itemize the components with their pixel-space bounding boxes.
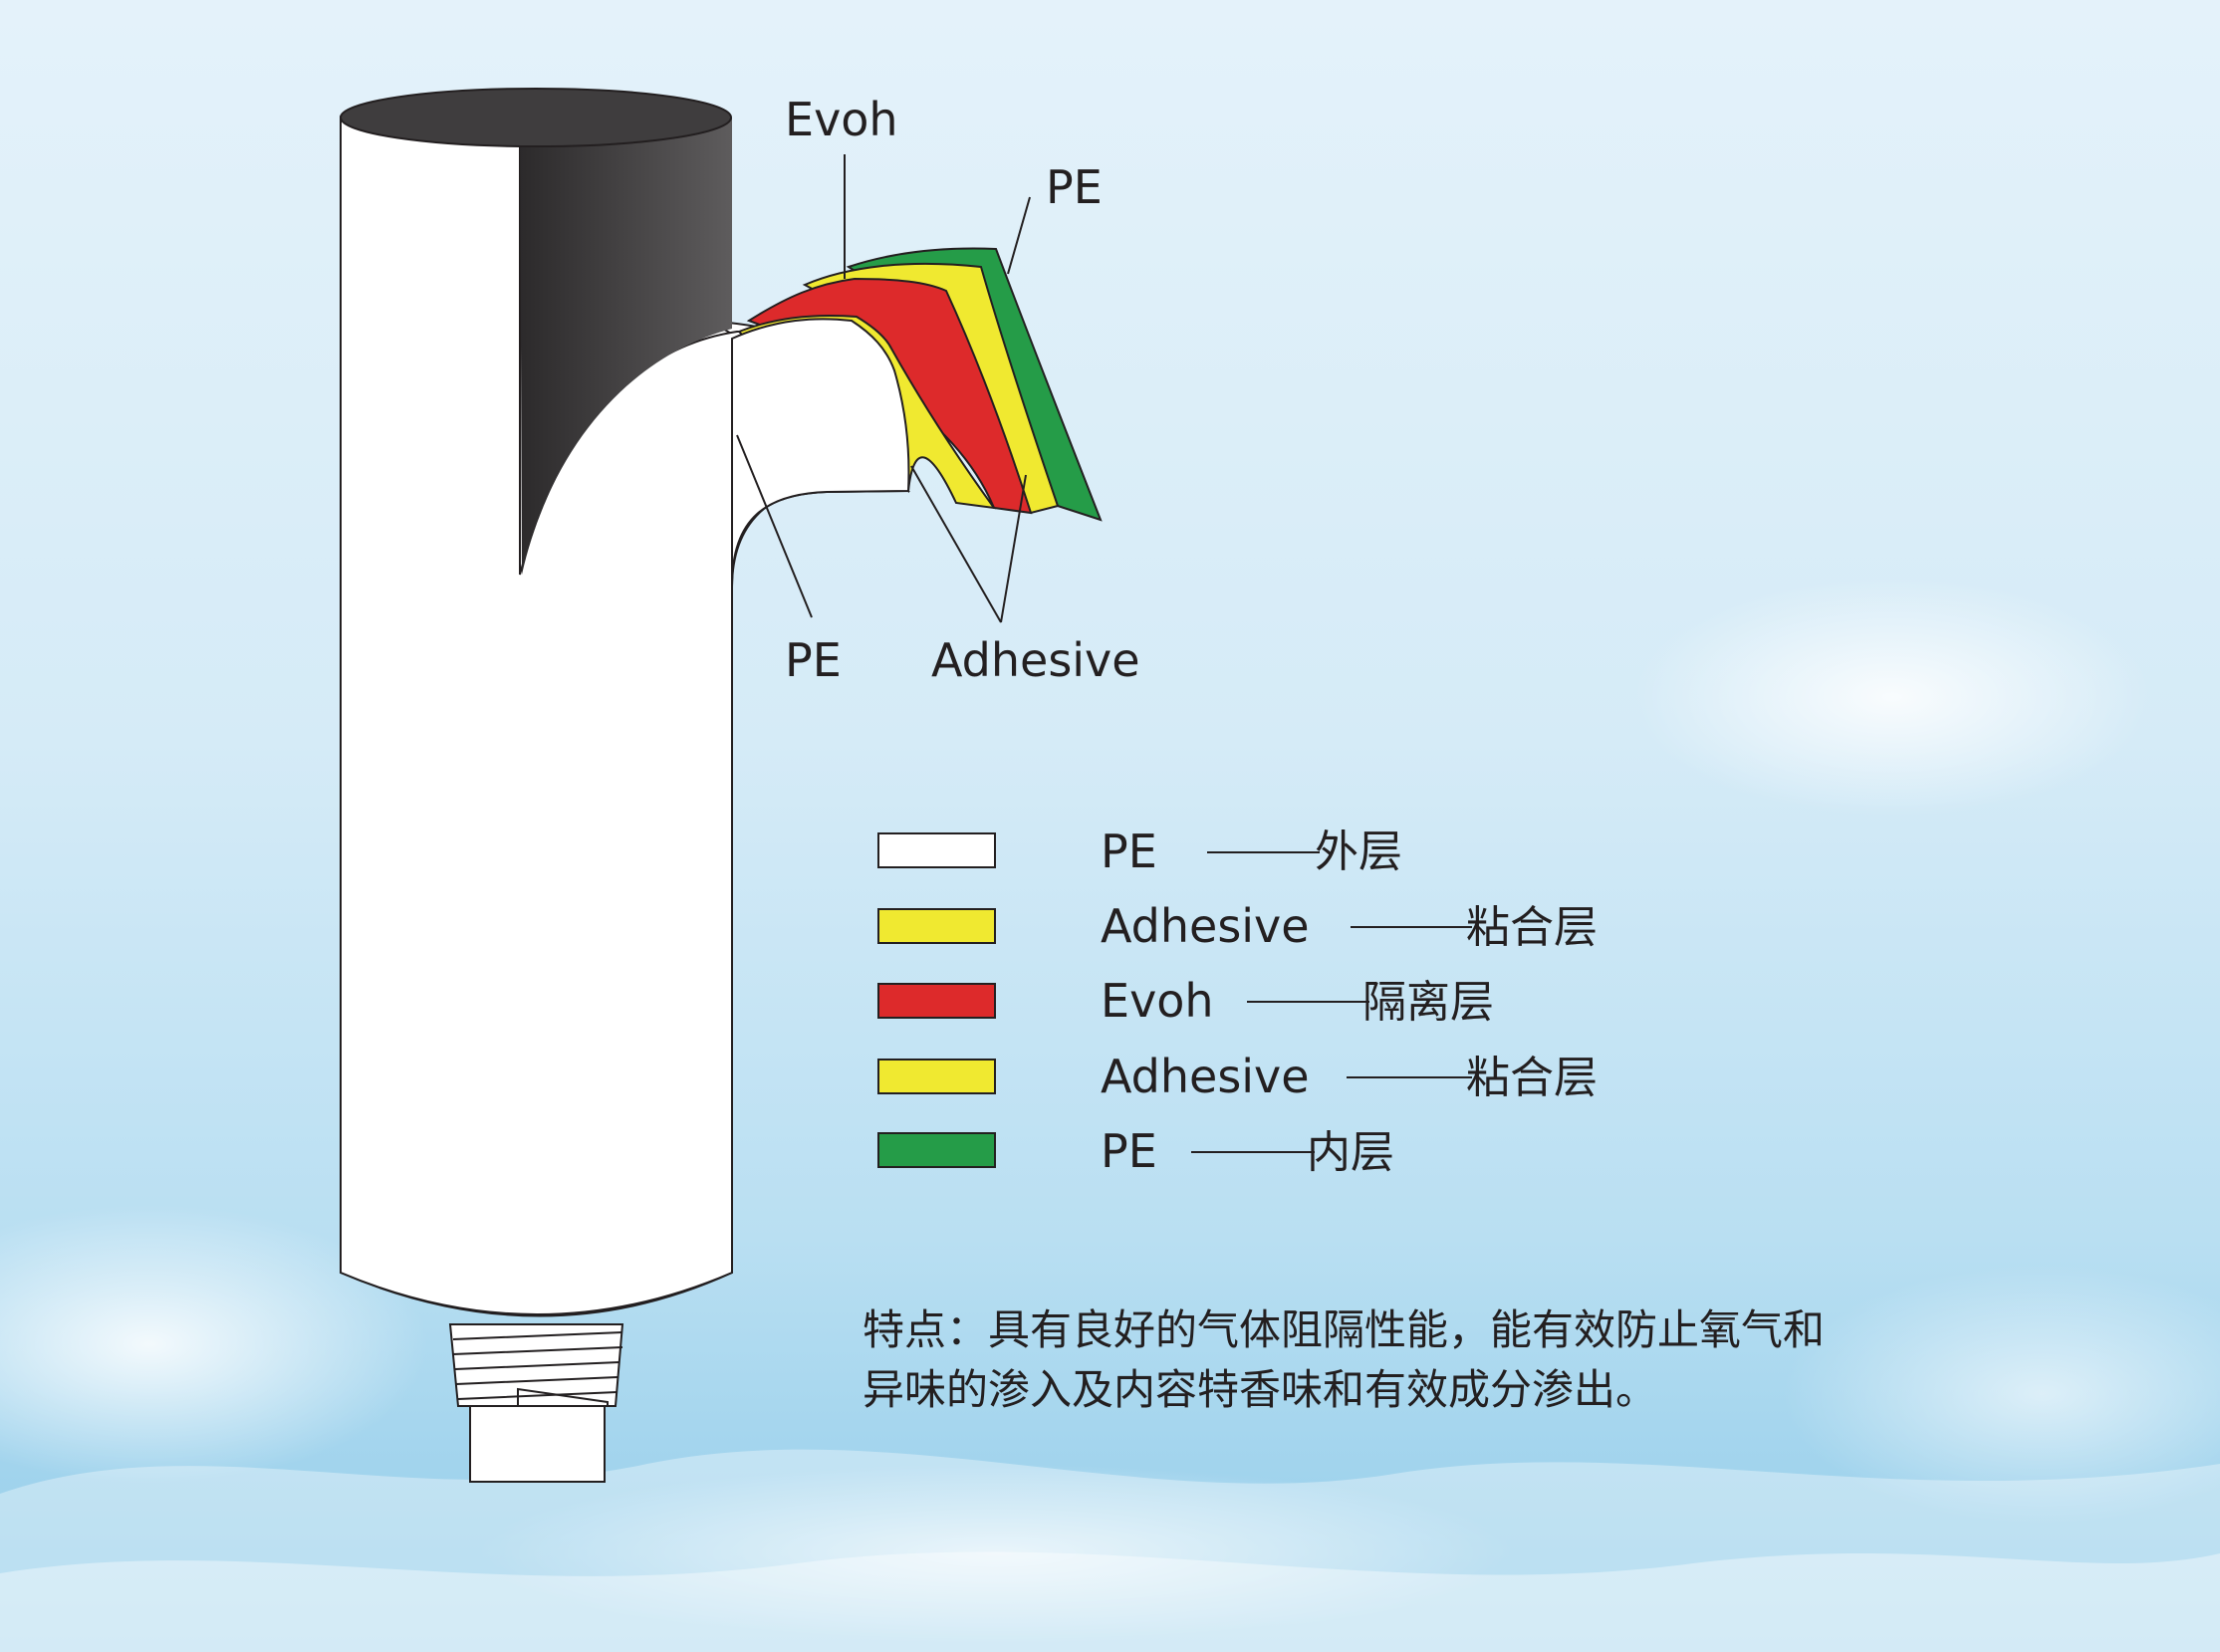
legend-swatch-yellow bbox=[877, 1059, 996, 1094]
legend-desc: 内层 bbox=[1307, 1127, 1394, 1178]
tube-top-opening bbox=[340, 88, 732, 147]
legend-desc: 外层 bbox=[1315, 826, 1402, 877]
callout-lines bbox=[736, 154, 1031, 623]
legend-item: Adhesive 粘合层 bbox=[877, 899, 1598, 953]
legend-name: PE bbox=[1101, 1124, 1157, 1178]
legend: PE 外层 Adhesive 粘合层 Evoh 隔离层 Adhesive 粘合层… bbox=[877, 825, 1598, 1178]
legend-swatch-green bbox=[877, 1132, 996, 1168]
legend-name: Evoh bbox=[1101, 974, 1214, 1028]
legend-item: Adhesive 粘合层 bbox=[877, 1050, 1598, 1103]
legend-desc: 粘合层 bbox=[1466, 1053, 1598, 1103]
feature-text-line2: 异味的渗入及内容特香味和有效成分渗出。 bbox=[863, 1365, 1657, 1414]
tube-illustration bbox=[340, 88, 1103, 1483]
callout-pe-top: PE bbox=[1046, 160, 1103, 214]
tube-inside-dark bbox=[520, 118, 732, 575]
legend-swatch-yellow bbox=[877, 908, 996, 944]
feature-text-line1: 特点：具有良好的气体阻隔性能，能有效防止氧气和 bbox=[863, 1305, 1825, 1354]
callout-evoh: Evoh bbox=[785, 93, 898, 146]
legend-item: PE 内层 bbox=[877, 1124, 1394, 1178]
legend-swatch-white bbox=[877, 832, 996, 868]
legend-name: PE bbox=[1101, 825, 1157, 878]
callout-pe-bottom: PE bbox=[785, 633, 842, 687]
layer-white-pe-peel bbox=[731, 318, 910, 587]
legend-swatch-red bbox=[877, 983, 996, 1019]
legend-item: Evoh 隔离层 bbox=[877, 974, 1494, 1028]
legend-name: Adhesive bbox=[1101, 899, 1310, 953]
legend-item: PE 外层 bbox=[877, 825, 1402, 878]
tube-neck-thread bbox=[448, 1323, 624, 1483]
legend-name: Adhesive bbox=[1101, 1050, 1310, 1103]
water-splash-background bbox=[0, 578, 2220, 1652]
legend-desc: 隔离层 bbox=[1362, 977, 1494, 1028]
callout-adhesive: Adhesive bbox=[931, 633, 1140, 687]
legend-desc: 粘合层 bbox=[1466, 902, 1598, 953]
